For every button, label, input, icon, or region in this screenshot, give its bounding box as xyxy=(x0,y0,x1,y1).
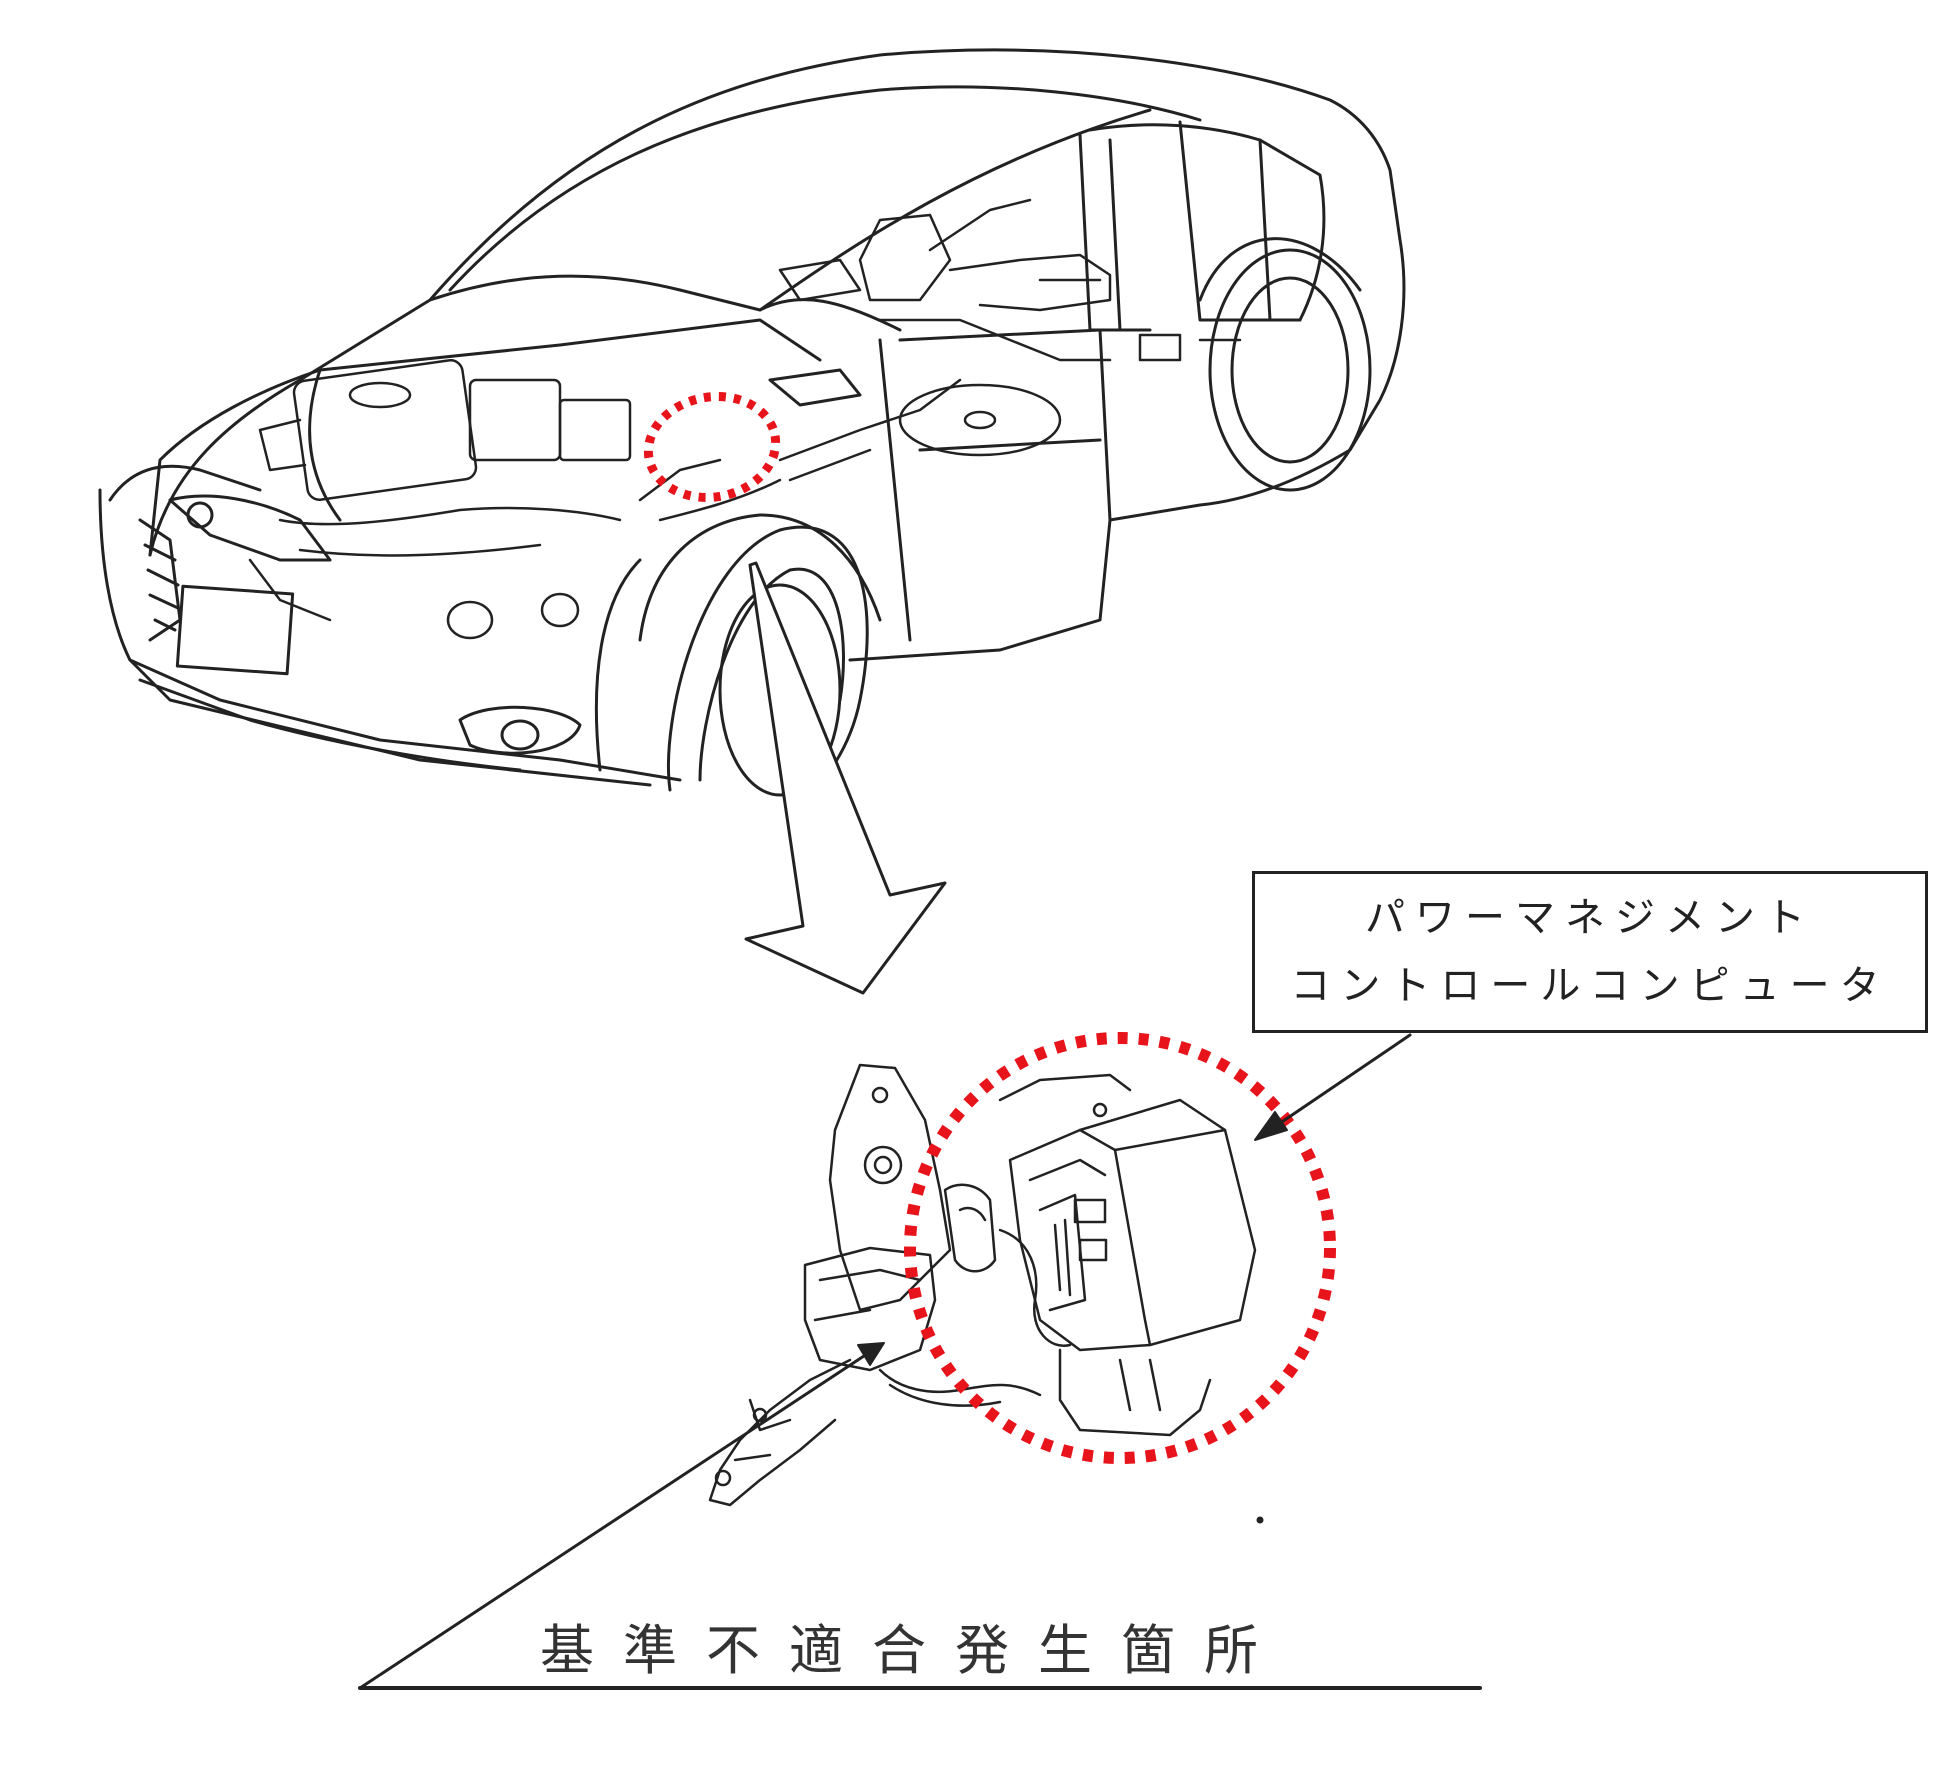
engine-bay xyxy=(248,198,1242,640)
stray-dot xyxy=(1256,1516,1264,1524)
callout-line-2: コントロールコンピュータ xyxy=(1290,963,1890,1009)
callout-box: パワーマネジメント コントロールコンピュータ xyxy=(1252,871,1928,1033)
car-illustration xyxy=(98,48,1406,802)
zoom-arrow xyxy=(744,561,947,995)
component-detail xyxy=(708,1063,1257,1507)
defect-arrowhead xyxy=(857,1342,885,1366)
callout-arrowhead xyxy=(1254,1111,1288,1141)
callout-leader xyxy=(1268,1033,1412,1132)
car-location-highlight xyxy=(643,392,781,502)
callout-line-1: パワーマネジメント xyxy=(1365,895,1815,941)
computer-highlight xyxy=(904,1032,1336,1464)
defect-location-label: 基準不適合発生箇所 xyxy=(540,1618,1287,1682)
defect-leader xyxy=(358,1350,872,1690)
